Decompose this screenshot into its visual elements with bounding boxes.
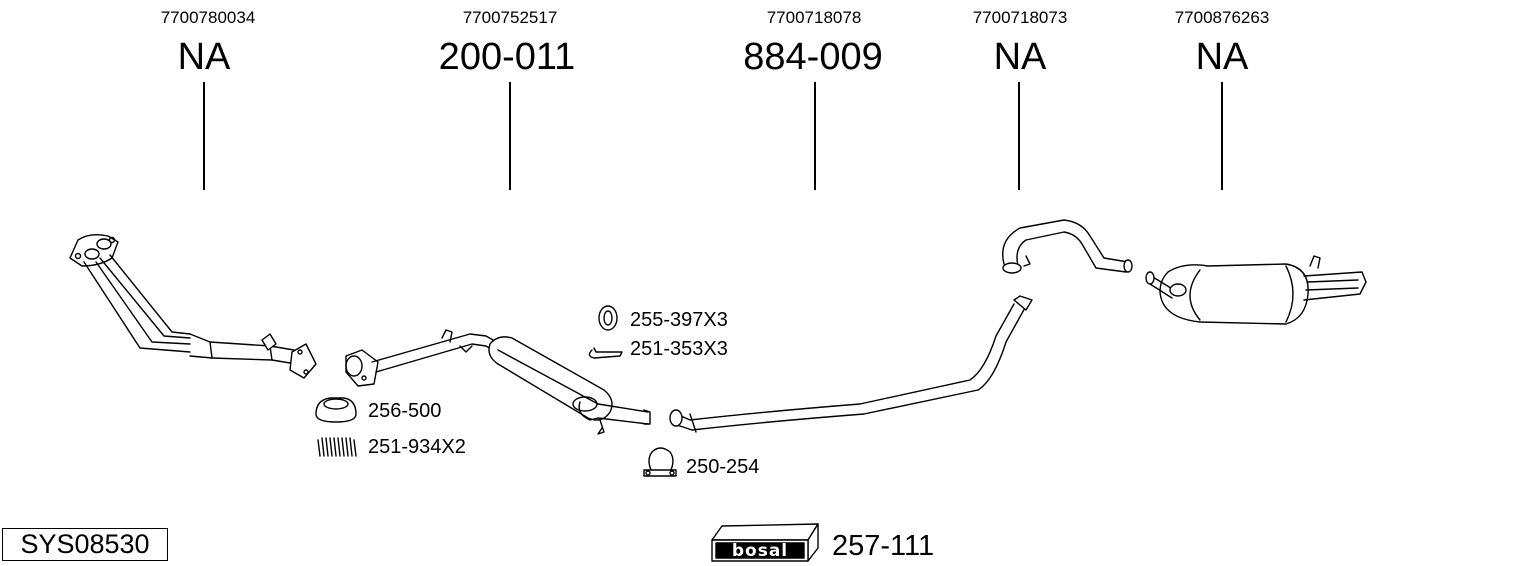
accessory-label-hanger-clip: 251-353X3 — [630, 338, 728, 360]
leader-line-2 — [509, 82, 511, 190]
part-code-2: 200-011 — [438, 36, 576, 78]
part-code-1: NA — [177, 36, 231, 78]
bosal-logo — [715, 542, 805, 559]
bosal-kit-box: bosal — [711, 523, 819, 562]
clamp-icon — [643, 447, 677, 477]
part-code-5: NA — [1195, 36, 1249, 78]
oem-number-5: 7700876263 — [1174, 8, 1270, 27]
rear-silencer-part — [1145, 255, 1367, 325]
rubber-ring-icon — [598, 305, 618, 331]
oem-number-1: 7700780034 — [160, 8, 256, 27]
oem-number-2: 7700752517 — [462, 8, 558, 27]
part-code-4: NA — [993, 36, 1047, 78]
leader-line-4 — [1018, 82, 1020, 190]
accessory-label-clamp: 250-254 — [686, 456, 760, 478]
gasket-ring-icon — [315, 397, 357, 423]
leader-line-1 — [203, 82, 205, 190]
leader-line-3 — [814, 82, 816, 190]
kit-code: 257-111 — [832, 530, 935, 562]
oem-number-3: 7700718078 — [766, 8, 862, 27]
bosal-logo-text: bosal — [732, 541, 788, 561]
accessory-label-rubber-ring: 255-397X3 — [630, 309, 728, 331]
system-id-box: SYS08530 — [2, 528, 168, 561]
front-silencer-part — [345, 329, 651, 435]
tail-pipe-part — [1002, 219, 1133, 274]
part-code-3: 884-009 — [743, 36, 883, 78]
accessory-label-spring: 251-934X2 — [368, 436, 466, 458]
spring-icon — [317, 437, 357, 457]
centre-pipe-part — [669, 295, 1033, 433]
front-pipe-part — [69, 233, 317, 379]
accessory-label-gasket: 256-500 — [368, 400, 442, 422]
hanger-clip-icon — [588, 347, 623, 359]
leader-line-5 — [1221, 82, 1223, 190]
oem-number-4: 7700718073 — [972, 8, 1068, 27]
